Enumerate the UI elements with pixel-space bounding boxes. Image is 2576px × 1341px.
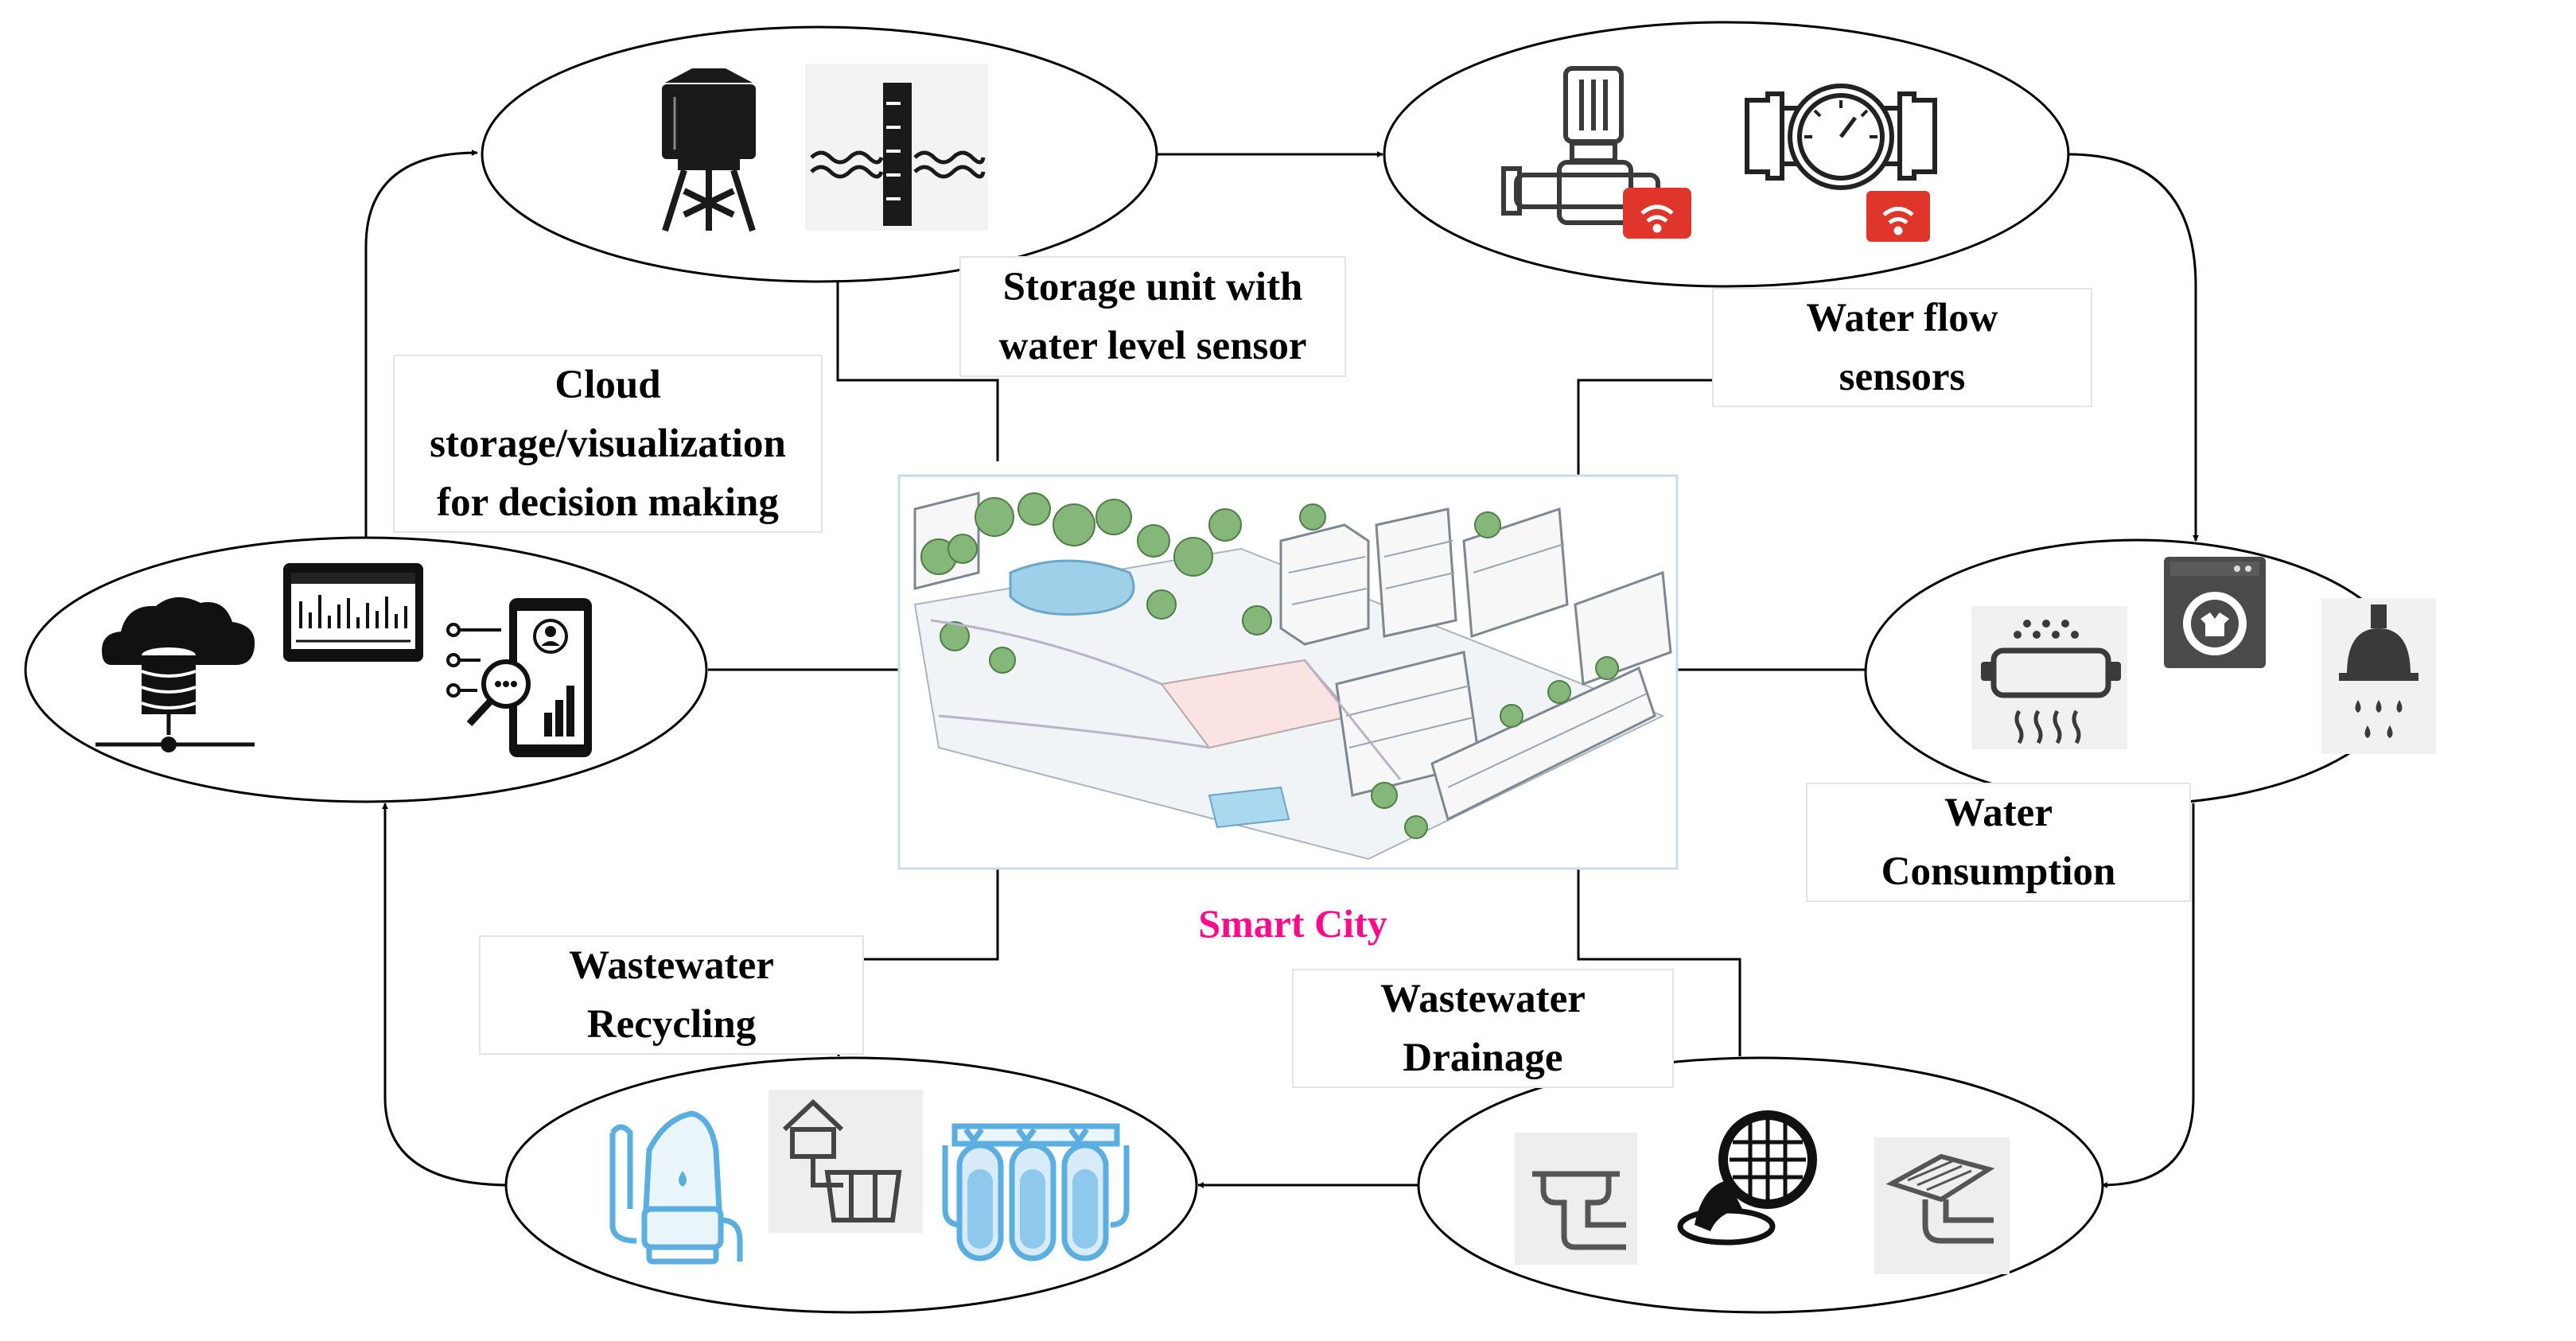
shower-icon	[2321, 598, 2436, 754]
water-level-gauge-icon	[805, 64, 988, 231]
label-cloud-line-2: storage/visualization	[430, 422, 786, 466]
pump-sensor-icon	[1501, 66, 1691, 239]
washing-machine-icon	[2164, 557, 2266, 668]
connector-drainage	[1577, 869, 1741, 1056]
cycle-arrows	[364, 150, 2199, 1188]
connector-flow	[1577, 296, 1726, 476]
connector-storage	[836, 280, 999, 461]
septic-tank-icon	[769, 1090, 923, 1233]
label-cloud-line-3: for decision making	[437, 480, 779, 525]
label-drainage-line-2: Drainage	[1403, 1036, 1563, 1080]
water-filter-icon	[609, 1110, 743, 1265]
flow-meter-icon	[1745, 84, 1937, 242]
label-recycling-line-2: Recycling	[586, 1002, 757, 1047]
label-storage-line-1: Storage unit with	[1002, 265, 1303, 309]
label-drainage: Wastewater Drainage	[1292, 969, 1674, 1088]
label-recycling-line-1: Wastewater	[569, 943, 774, 988]
manhole-cover-icon	[1677, 1110, 1817, 1246]
label-cloud: Cloud storage/visualization for decision…	[393, 355, 823, 533]
arrow-consumption-to-drainage	[2101, 803, 2195, 1188]
dashboard-monitor-icon	[283, 563, 423, 662]
filtration-system-icon	[942, 1123, 1130, 1261]
floor-drain-icon	[1874, 1137, 2010, 1274]
label-cloud-line-1: Cloud	[555, 363, 661, 407]
label-flow-line-2: sensors	[1839, 355, 1966, 399]
label-storage-line-2: water level sensor	[998, 324, 1307, 368]
steam-cooker-icon	[1971, 606, 2127, 749]
label-flow: Water flow sensors	[1712, 288, 2092, 407]
node-flow	[1383, 21, 2070, 288]
connector-lines	[708, 280, 1871, 1056]
label-recycling: Wastewater Recycling	[479, 935, 864, 1055]
water-tower-icon	[662, 68, 756, 232]
smart-city-illustration	[897, 474, 1679, 870]
arrow-recycling-to-cloud	[382, 803, 512, 1187]
label-consumption-line-1: Water	[1944, 791, 2053, 835]
cloud-database-icon	[95, 597, 255, 752]
label-flow-line-1: Water flow	[1806, 296, 1998, 340]
smart-city-caption: Smart City	[1198, 901, 1387, 946]
arrow-cloud-to-storage	[364, 150, 478, 538]
label-drainage-line-1: Wastewater	[1380, 977, 1586, 1021]
arrow-flow-to-consumption	[2068, 153, 2199, 542]
label-storage: Storage unit with water level sensor	[959, 256, 1346, 377]
drain-pipe-icon	[1515, 1133, 1637, 1265]
mobile-analytics-icon	[446, 598, 592, 757]
label-consumption-line-2: Consumption	[1881, 849, 2116, 894]
label-consumption: Water Consumption	[1806, 783, 2191, 902]
